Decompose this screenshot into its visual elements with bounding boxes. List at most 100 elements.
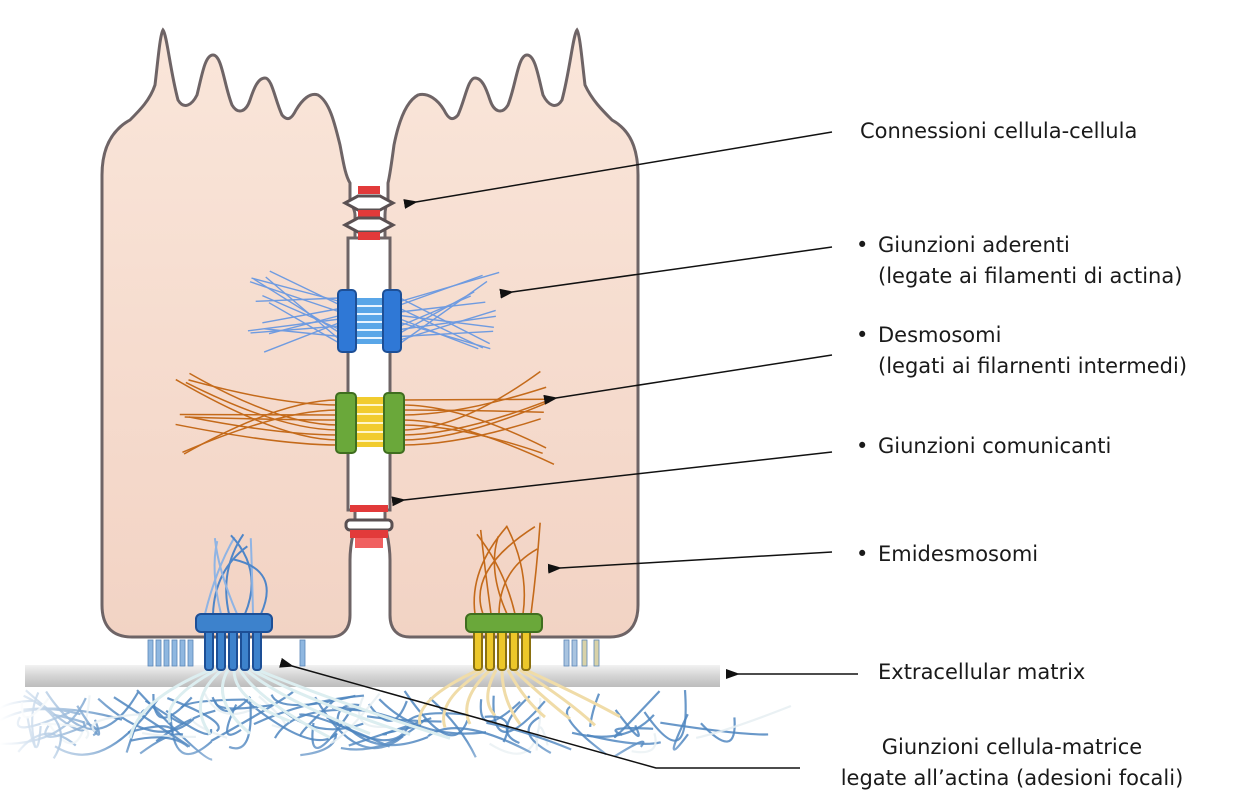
actin-filaments: [247, 270, 500, 353]
label-adherens-junctions: • Giunzioni aderenti (legate ai filamenti…: [856, 230, 1182, 292]
gap-junction: [344, 505, 394, 548]
ecm-fiber: [299, 713, 391, 748]
leader-gap: [391, 451, 833, 507]
keratin-filament: [473, 526, 508, 615]
right-cell: [383, 27, 640, 639]
leader-adherens: [499, 246, 833, 299]
ecm-fiber: [274, 708, 362, 739]
adherens-junction: [337, 289, 402, 353]
integrin: [147, 639, 154, 667]
intermediate-filament: [175, 423, 339, 446]
ecm-fiber: [243, 698, 338, 742]
keratin-filament: [505, 525, 526, 615]
label-gap-junctions: •Giunzioni comunicanti: [856, 431, 1111, 462]
actin-filament: [204, 536, 236, 615]
actin-filament: [399, 301, 486, 313]
integrin: [571, 639, 578, 667]
actin-filament: [253, 278, 341, 334]
leader-desmosomes: [543, 354, 833, 405]
ecm-ligand: [251, 668, 411, 736]
focal-adhesion: [195, 613, 273, 671]
basement-membrane: [25, 665, 720, 687]
ecm-fiber: [141, 731, 196, 738]
intermediate-filament: [184, 416, 339, 421]
hemidesmosome: [465, 613, 543, 671]
ecm-ligand: [220, 669, 251, 735]
actin-filament: [262, 307, 341, 324]
intermediate-filament: [401, 398, 552, 436]
intermediate-filament: [185, 381, 339, 431]
ecm-fiber: [614, 709, 640, 737]
keratin-filament: [476, 533, 516, 615]
tight-junction-top: [341, 186, 397, 240]
keratin-filament: [479, 526, 536, 615]
ecm-fiber: [191, 716, 228, 739]
label-subtitle: (legate ai filamenti di actina): [878, 264, 1183, 288]
intermediate-filament: [401, 370, 541, 431]
label-subtitle: (legati ai filarnenti intermedi): [878, 354, 1188, 378]
ecm-fiber: [660, 721, 769, 736]
leader-hemidesmosomes: [547, 551, 833, 574]
ecm-ligand: [128, 668, 211, 739]
intermediate-filament: [401, 398, 549, 401]
ecm-ligand: [486, 669, 498, 717]
actin-filament: [399, 274, 483, 306]
integrin: [593, 639, 600, 667]
actin-filament: [233, 558, 268, 615]
ecm-ligand: [442, 668, 485, 728]
ecm-fiber: [589, 693, 601, 727]
label-title: Giunzioni aderenti: [878, 233, 1070, 257]
ecm-fiber: [571, 714, 655, 738]
intermediate-filament: [401, 404, 547, 449]
actin-filament: [249, 538, 254, 615]
ecm-ligand: [199, 668, 223, 736]
label-extracellular-matrix: Extracellular matrix: [878, 657, 1085, 688]
focal-adhesion-actin: [128, 533, 451, 740]
leader-lines: [279, 131, 858, 769]
intermediate-filament: [401, 401, 550, 441]
integrin: [179, 639, 186, 667]
ecm-ligand: [506, 669, 546, 719]
leader-cell-cell: [403, 131, 833, 209]
ecm-fiber: [407, 712, 467, 722]
label-title: Desmosomi: [878, 323, 1002, 347]
ecm-fiber: [253, 694, 365, 726]
left-cell: [100, 27, 357, 639]
intermediate-filament: [189, 372, 339, 426]
intermediate-filament: [401, 418, 541, 446]
bullet: •: [856, 542, 869, 566]
intermediate-filament: [182, 409, 339, 454]
keratin-filament: [493, 536, 508, 615]
ecm-ligand: [167, 668, 217, 723]
keratin-filament: [479, 529, 492, 615]
leader-focal: [279, 657, 800, 769]
integrin: [187, 639, 194, 667]
ecm-ligand: [232, 669, 291, 723]
label-line-2: legate all’actina (adesioni focali): [840, 766, 1184, 790]
ecm-fiber: [127, 725, 174, 737]
label-title: Emidesmosomi: [878, 542, 1039, 566]
ecm-fiber: [368, 700, 408, 722]
actin-filament: [225, 533, 245, 615]
ecm-fiber: [203, 693, 262, 716]
ecm-ligand: [257, 668, 451, 740]
ecm-ligand: [525, 668, 621, 719]
ecm-ligand: [500, 669, 522, 726]
label-hemidesmosomes: • Emidesmosomi: [856, 539, 1038, 570]
intermediate-filament: [401, 424, 543, 455]
intermediate-filament: [188, 379, 339, 406]
ecm-fiber: [492, 695, 546, 733]
ecm-ligand: [418, 668, 479, 725]
ecm-fiber: [166, 697, 220, 733]
integrin-stubs: [147, 639, 600, 667]
ecm-fiber: [378, 698, 487, 735]
ecm-ligand: [512, 668, 571, 721]
actin-filament: [262, 294, 341, 331]
ecm-fiber: [484, 715, 509, 743]
bullet: •: [856, 233, 869, 257]
label-text: Extracellular matrix: [878, 660, 1086, 684]
actin-filament: [399, 280, 488, 345]
intercellular-space: [346, 236, 392, 512]
bullet: •: [856, 434, 869, 458]
